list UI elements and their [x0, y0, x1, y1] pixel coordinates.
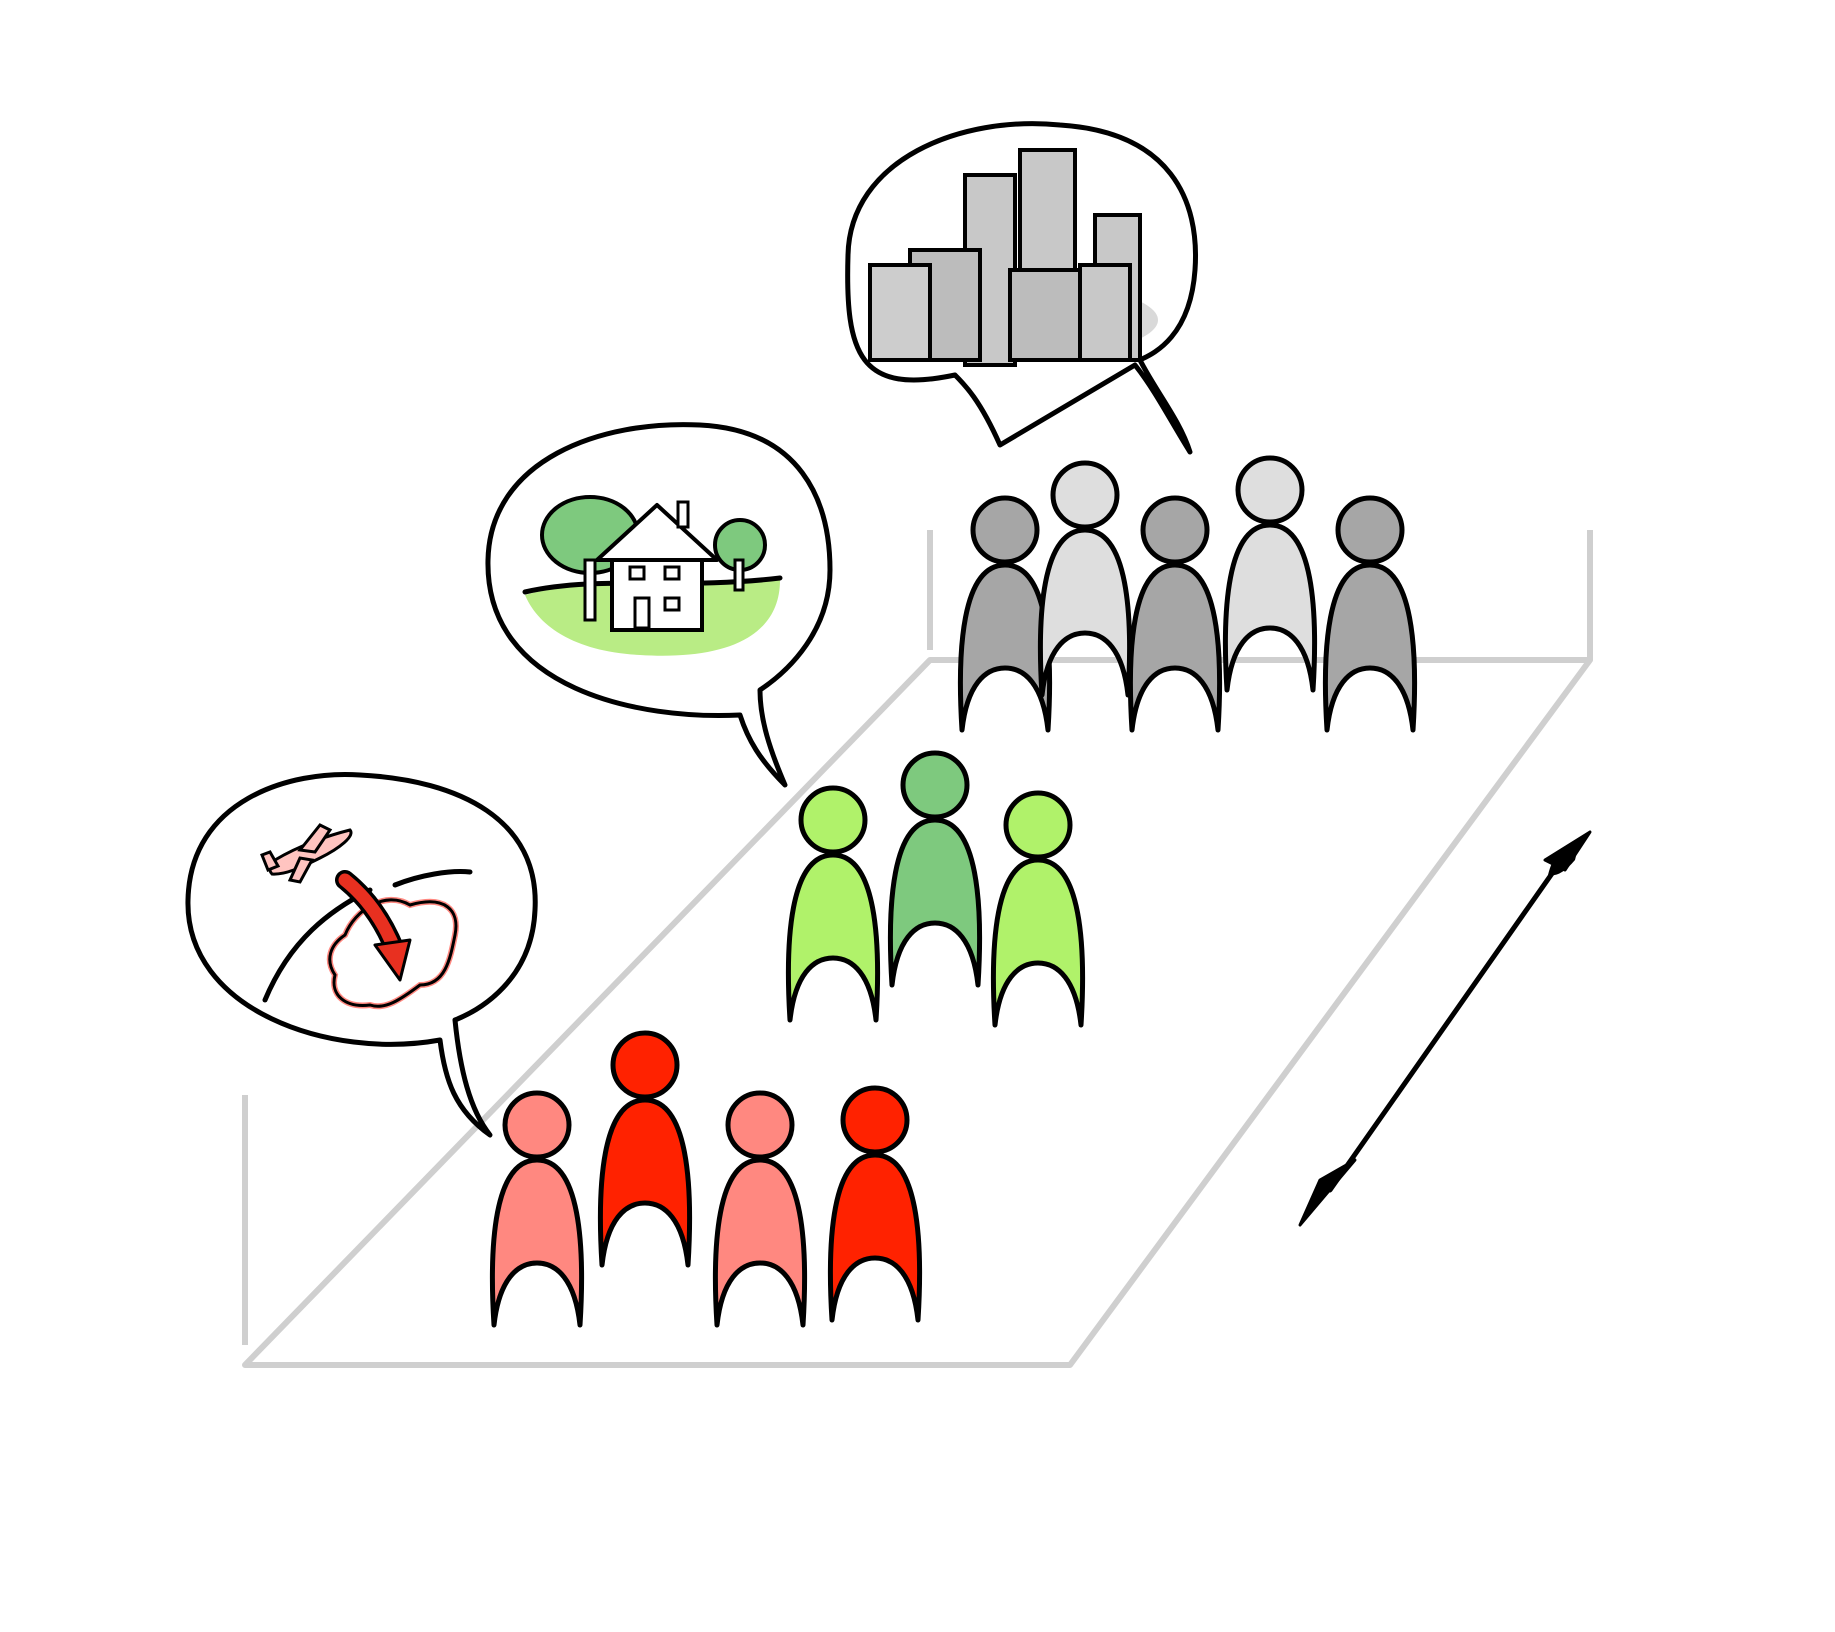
group-migrant	[492, 1033, 919, 1325]
thought-bubble-city	[845, 121, 1199, 455]
group-urban	[960, 458, 1414, 730]
group-suburban	[788, 753, 1082, 1025]
thought-bubble-migration	[185, 771, 538, 1138]
person-icon	[788, 788, 877, 1020]
person-icon	[960, 498, 1049, 730]
person-icon	[1225, 458, 1314, 690]
house-with-trees-icon	[522, 495, 783, 656]
thought-bubble-house	[485, 422, 833, 788]
person-icon	[830, 1088, 919, 1320]
person-icon	[715, 1093, 804, 1325]
city-skyline-icon	[868, 148, 1158, 367]
person-icon	[1325, 498, 1414, 730]
person-icon	[492, 1093, 581, 1325]
person-icon	[1130, 498, 1219, 730]
person-icon	[600, 1033, 689, 1265]
double-headed-arrow-icon	[1298, 830, 1592, 1227]
airplane-migration-map-icon	[260, 823, 473, 1010]
person-icon	[993, 793, 1082, 1025]
person-icon	[890, 753, 979, 985]
